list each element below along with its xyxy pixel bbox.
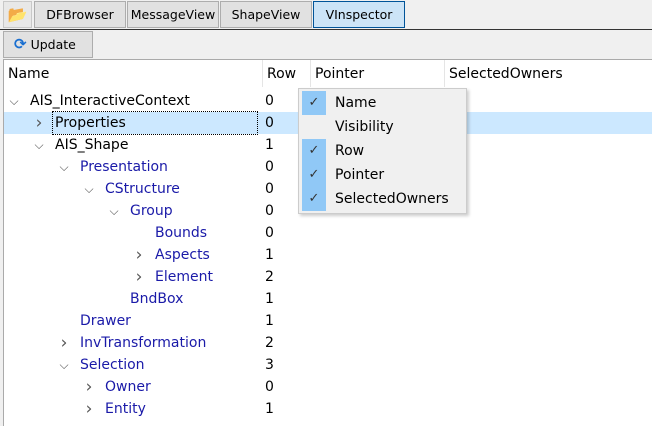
tree-item-label: Element <box>155 269 213 285</box>
chevron-down-icon[interactable]: ⌵ <box>84 182 94 196</box>
chevron-down-icon[interactable]: ⌵ <box>59 358 69 372</box>
tab-shapeview[interactable]: ShapeView <box>220 1 312 28</box>
checkmark-icon: ✓ <box>302 91 326 115</box>
tab-dfbrowser[interactable]: DFBrowser <box>34 1 126 28</box>
tree-row[interactable]: › Owner 0 <box>4 376 652 398</box>
tree-item-label: Aspects <box>155 247 210 263</box>
row-value: 1 <box>265 401 274 417</box>
tree-item-label: Group <box>130 203 173 219</box>
column-header-pointer[interactable]: Pointer <box>311 60 445 87</box>
tab-vinspector[interactable]: VInspector <box>313 1 405 28</box>
folder-open-icon[interactable]: 📂 <box>3 1 32 28</box>
tree-row[interactable]: ⌵ Selection 3 <box>4 354 652 376</box>
column-header-selectedowners[interactable]: SelectedOwners <box>445 60 652 87</box>
row-value: 0 <box>265 93 274 109</box>
tree-row[interactable]: › Entity 1 <box>4 398 652 420</box>
menu-item-row[interactable]: ✓ Row <box>299 139 466 163</box>
chevron-right-icon[interactable]: › <box>135 245 143 265</box>
chevron-right-icon[interactable]: › <box>60 333 68 353</box>
tree-row[interactable]: ⌵ Group 0 <box>4 200 652 222</box>
tree-row[interactable]: Drawer 1 <box>4 310 652 332</box>
checkmark-icon: ✓ <box>302 139 326 163</box>
row-value: 0 <box>265 159 274 175</box>
tree-item-label: Drawer <box>80 313 131 329</box>
row-value: 2 <box>265 269 274 285</box>
menu-item-selectedowners[interactable]: ✓ SelectedOwners <box>299 187 466 211</box>
tree-row[interactable]: BndBox 1 <box>4 288 652 310</box>
tree-row[interactable]: Bounds 0 <box>4 222 652 244</box>
menu-item-label: Visibility <box>335 119 394 135</box>
tree-item-label: InvTransformation <box>80 335 207 351</box>
tree-item-label: Bounds <box>155 225 208 241</box>
chevron-down-icon[interactable]: ⌵ <box>34 138 44 152</box>
row-value: 0 <box>265 225 274 241</box>
menu-item-label: SelectedOwners <box>335 191 449 207</box>
tab-messageview[interactable]: MessageView <box>127 1 219 28</box>
tree-item-label: Owner <box>105 379 151 395</box>
row-value: 3 <box>265 357 274 373</box>
row-value: 0 <box>265 379 274 395</box>
row-value: 1 <box>265 313 274 329</box>
tree-row[interactable]: › InvTransformation 2 <box>4 332 652 354</box>
checkmark-icon: ✓ <box>302 187 326 211</box>
tree-header: Name Row Pointer SelectedOwners <box>4 60 652 87</box>
menu-item-pointer[interactable]: ✓ Pointer <box>299 163 466 187</box>
chevron-down-icon[interactable]: ⌵ <box>9 94 19 108</box>
menu-item-visibility[interactable]: Visibility <box>299 115 466 139</box>
checkmark-icon: ✓ <box>302 163 326 187</box>
chevron-right-icon[interactable]: › <box>85 377 93 397</box>
toolbar: ⟳Update <box>0 29 652 60</box>
chevron-down-icon[interactable]: ⌵ <box>59 160 69 174</box>
tree-item-label: Selection <box>80 357 145 373</box>
menu-item-name[interactable]: ✓ Name <box>299 91 466 115</box>
menu-item-label: Name <box>335 95 377 111</box>
row-value: 0 <box>265 115 274 131</box>
tree-row[interactable]: › Element 2 <box>4 266 652 288</box>
row-value: 0 <box>265 203 274 219</box>
row-value: 1 <box>265 137 274 153</box>
tree-row[interactable]: ⌵ AIS_Shape 1 <box>4 134 652 156</box>
chevron-down-icon[interactable]: ⌵ <box>109 204 119 218</box>
tree-item-label: Entity <box>105 401 146 417</box>
tree-item-label: AIS_Shape <box>55 137 129 153</box>
tree-row[interactable]: › Aspects 1 <box>4 244 652 266</box>
chevron-right-icon[interactable]: › <box>135 267 143 287</box>
tree-item-label: AIS_InteractiveContext <box>30 93 190 109</box>
row-value: 0 <box>265 181 274 197</box>
chevron-right-icon[interactable]: › <box>35 113 43 133</box>
chevron-right-icon[interactable]: › <box>85 399 93 419</box>
menu-item-label: Pointer <box>335 167 385 183</box>
column-header-name[interactable]: Name <box>4 60 263 87</box>
refresh-icon: ⟳ <box>14 35 27 53</box>
column-header-row[interactable]: Row <box>263 60 311 87</box>
menu-item-label: Row <box>335 143 365 159</box>
tree-row[interactable]: ⌵ Presentation 0 <box>4 156 652 178</box>
tree-item-label: Properties <box>52 111 258 135</box>
row-value: 1 <box>265 291 274 307</box>
row-value: 1 <box>265 247 274 263</box>
update-button[interactable]: ⟳Update <box>3 31 93 58</box>
tree-item-label: Presentation <box>80 159 168 175</box>
tree-row[interactable]: ⌵ AIS_InteractiveContext 0 <box>4 90 652 112</box>
tree-item-label: BndBox <box>130 291 184 307</box>
tree-row[interactable]: ⌵ CStructure 0 <box>4 178 652 200</box>
row-value: 2 <box>265 335 274 351</box>
tree-item-label: CStructure <box>105 181 180 197</box>
